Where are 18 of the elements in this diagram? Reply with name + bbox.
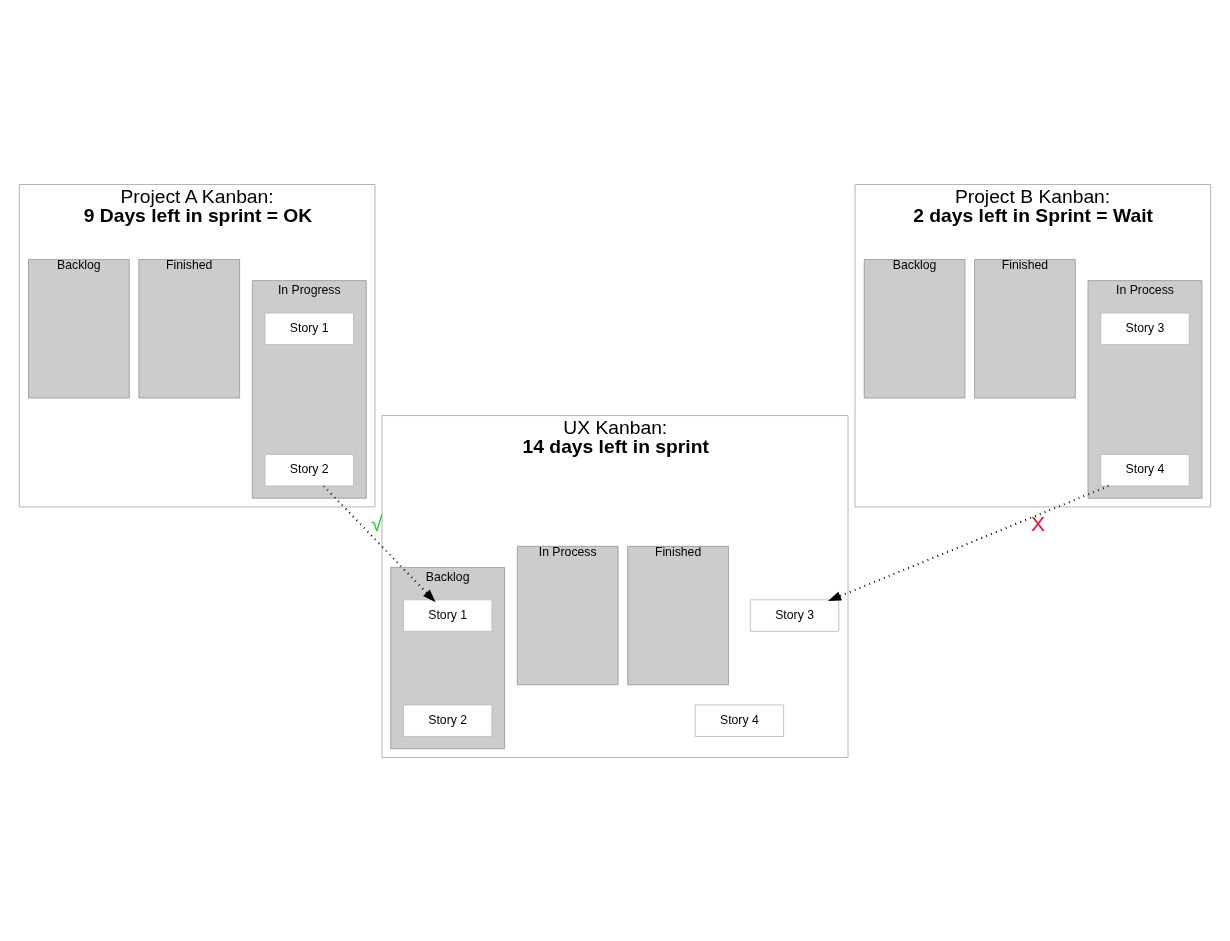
node-box: Story 2 [403, 704, 493, 737]
node-box: Story 1 [264, 312, 354, 345]
node-box: Story 3 [1100, 312, 1190, 345]
node-box: Finished [974, 258, 1076, 398]
node-box: Story 4 [1100, 453, 1190, 486]
edge-label: √ [370, 511, 383, 535]
node-box: Story 3 [749, 598, 840, 632]
node-box: Finished [138, 258, 241, 398]
node-box: In Process [516, 545, 619, 685]
node-box: Story 2 [264, 453, 354, 486]
node-box: Story 4 [694, 704, 785, 737]
node-box: Backlog [28, 258, 130, 398]
arrow [827, 484, 1109, 601]
node-box: Backlog [863, 258, 966, 398]
node-box: Story 1 [403, 598, 493, 632]
node-box: Finished [627, 545, 729, 685]
edge-label: X [1031, 511, 1046, 535]
arrow [323, 484, 436, 602]
